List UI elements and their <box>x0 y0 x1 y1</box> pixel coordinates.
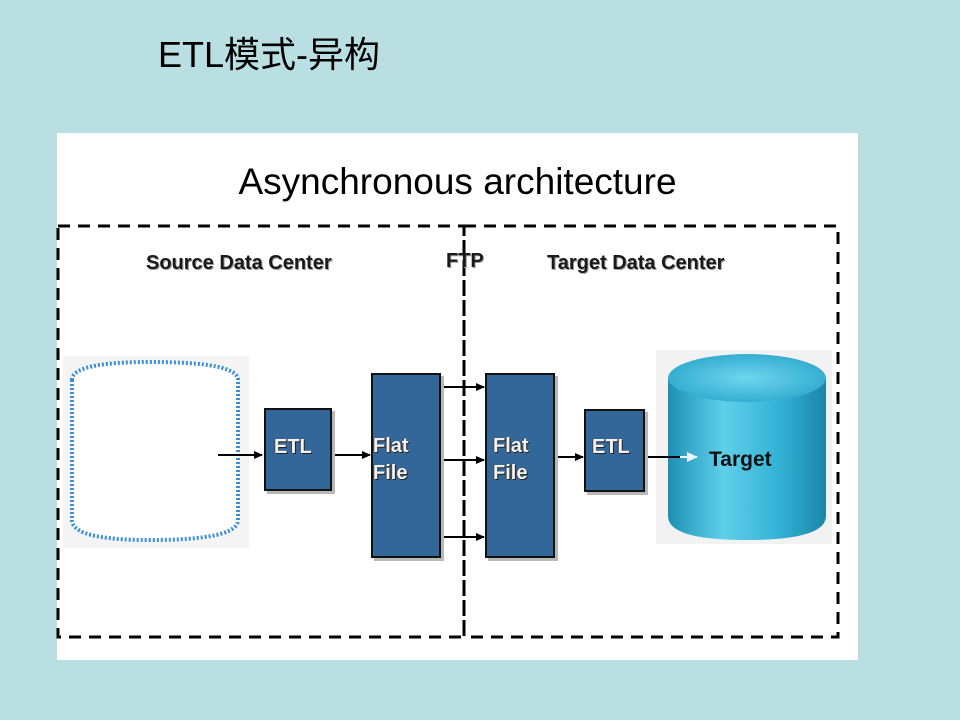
target-region-label: Target Data Center <box>547 252 725 274</box>
source-flat-file-box: Flat File <box>371 373 441 558</box>
target-etl-label: ETL <box>592 436 630 458</box>
source-flat-file-label: Flat File <box>373 435 409 484</box>
target-flat-file-label: Flat File <box>493 435 529 484</box>
target-etl-box: ETL <box>584 409 645 492</box>
ftp-label: FTP <box>446 250 484 272</box>
source-etl-box: ETL <box>264 408 332 491</box>
source-etl-label: ETL <box>274 436 312 458</box>
slide-title: ETL模式-异构 <box>158 34 381 75</box>
source-database-icon <box>63 356 249 548</box>
target-flat-file-box: Flat File <box>485 373 555 558</box>
target-db-label: Target <box>709 448 772 471</box>
target-region-border <box>462 224 840 639</box>
diagram-title: Asynchronous architecture <box>238 161 677 202</box>
source-region-label: Source Data Center <box>146 252 332 274</box>
target-database-icon <box>656 350 832 544</box>
